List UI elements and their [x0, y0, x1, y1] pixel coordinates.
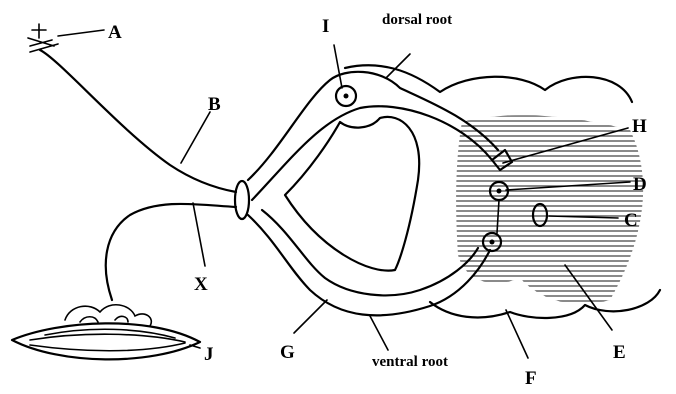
receptor-skin: [28, 24, 58, 52]
leader-lines: [58, 30, 630, 358]
synapse-h: [492, 150, 512, 170]
caption-ventral-root: ventral root: [372, 354, 448, 370]
label-a: A: [108, 22, 122, 43]
motor-fiber: [106, 204, 236, 300]
spinal-nerve-trunk: [235, 181, 249, 219]
label-d: D: [633, 174, 647, 195]
sensory-cell-body: [336, 86, 356, 106]
cell-connector: [497, 200, 499, 233]
label-x: X: [194, 274, 208, 295]
label-c: C: [624, 210, 638, 231]
label-i: I: [322, 16, 329, 37]
label-e: E: [613, 342, 626, 363]
ventral-root: [248, 215, 490, 315]
sensory-fiber: [40, 50, 236, 192]
dorsal-root-inner: [252, 106, 492, 200]
spinal-cord-outline: [345, 65, 660, 318]
white-matter-inner: [285, 117, 419, 271]
label-g: G: [280, 342, 295, 363]
ventral-root-inner: [262, 210, 478, 295]
label-f: F: [525, 368, 537, 389]
label-j: J: [204, 344, 214, 365]
label-b: B: [208, 94, 221, 115]
central-canal: [533, 204, 547, 226]
muscle-effector: [12, 305, 200, 360]
label-h: H: [632, 116, 647, 137]
caption-dorsal-root: dorsal root: [382, 12, 452, 28]
